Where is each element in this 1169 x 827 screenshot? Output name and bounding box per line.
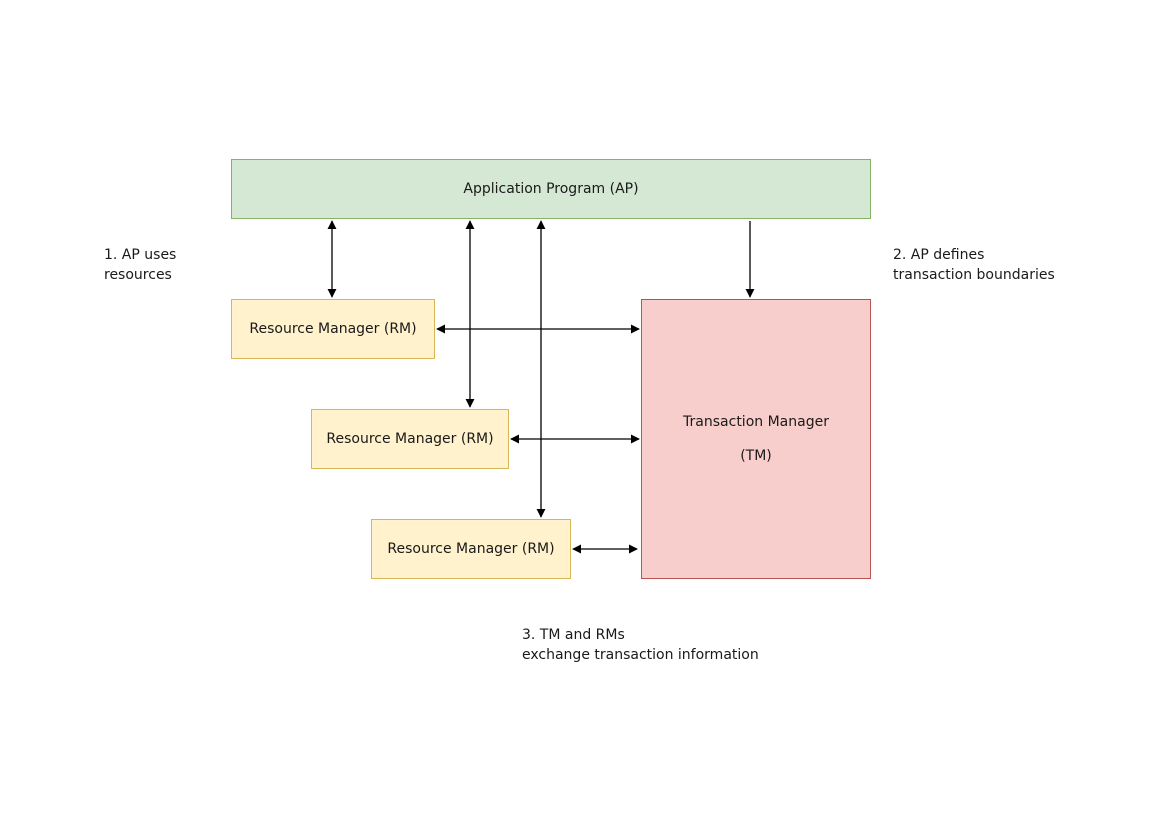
note2-line2: transaction boundaries <box>893 267 1055 283</box>
resource-manager-node-1[interactable]: Resource Manager (RM) <box>231 299 435 359</box>
resource-manager-label-3: Resource Manager (RM) <box>387 540 555 557</box>
application-program-node[interactable]: Application Program (AP) <box>231 159 871 219</box>
resource-manager-node-3[interactable]: Resource Manager (RM) <box>371 519 571 579</box>
note1-line2: resources <box>104 267 172 283</box>
resource-manager-node-2[interactable]: Resource Manager (RM) <box>311 409 509 469</box>
note3-line1: 3. TM and RMs <box>522 627 625 643</box>
resource-manager-label-1: Resource Manager (RM) <box>249 320 417 337</box>
application-program-label: Application Program (AP) <box>463 180 639 197</box>
transaction-manager-label: Transaction Manager <box>683 413 829 430</box>
transaction-manager-abbrev: (TM) <box>740 448 772 464</box>
note3-line2: exchange transaction information <box>522 647 759 663</box>
resource-manager-label-2: Resource Manager (RM) <box>326 430 494 447</box>
note2-line1: 2. AP defines <box>893 247 985 263</box>
note-ap-defines-boundaries: 2. AP defines transaction boundaries <box>893 245 1055 285</box>
note-tm-rm-exchange: 3. TM and RMs exchange transaction infor… <box>522 625 759 665</box>
note1-line1: 1. AP uses <box>104 247 177 263</box>
transaction-manager-node[interactable]: Transaction Manager (TM) <box>641 299 871 579</box>
note-ap-uses-resources: 1. AP uses resources <box>104 245 176 285</box>
